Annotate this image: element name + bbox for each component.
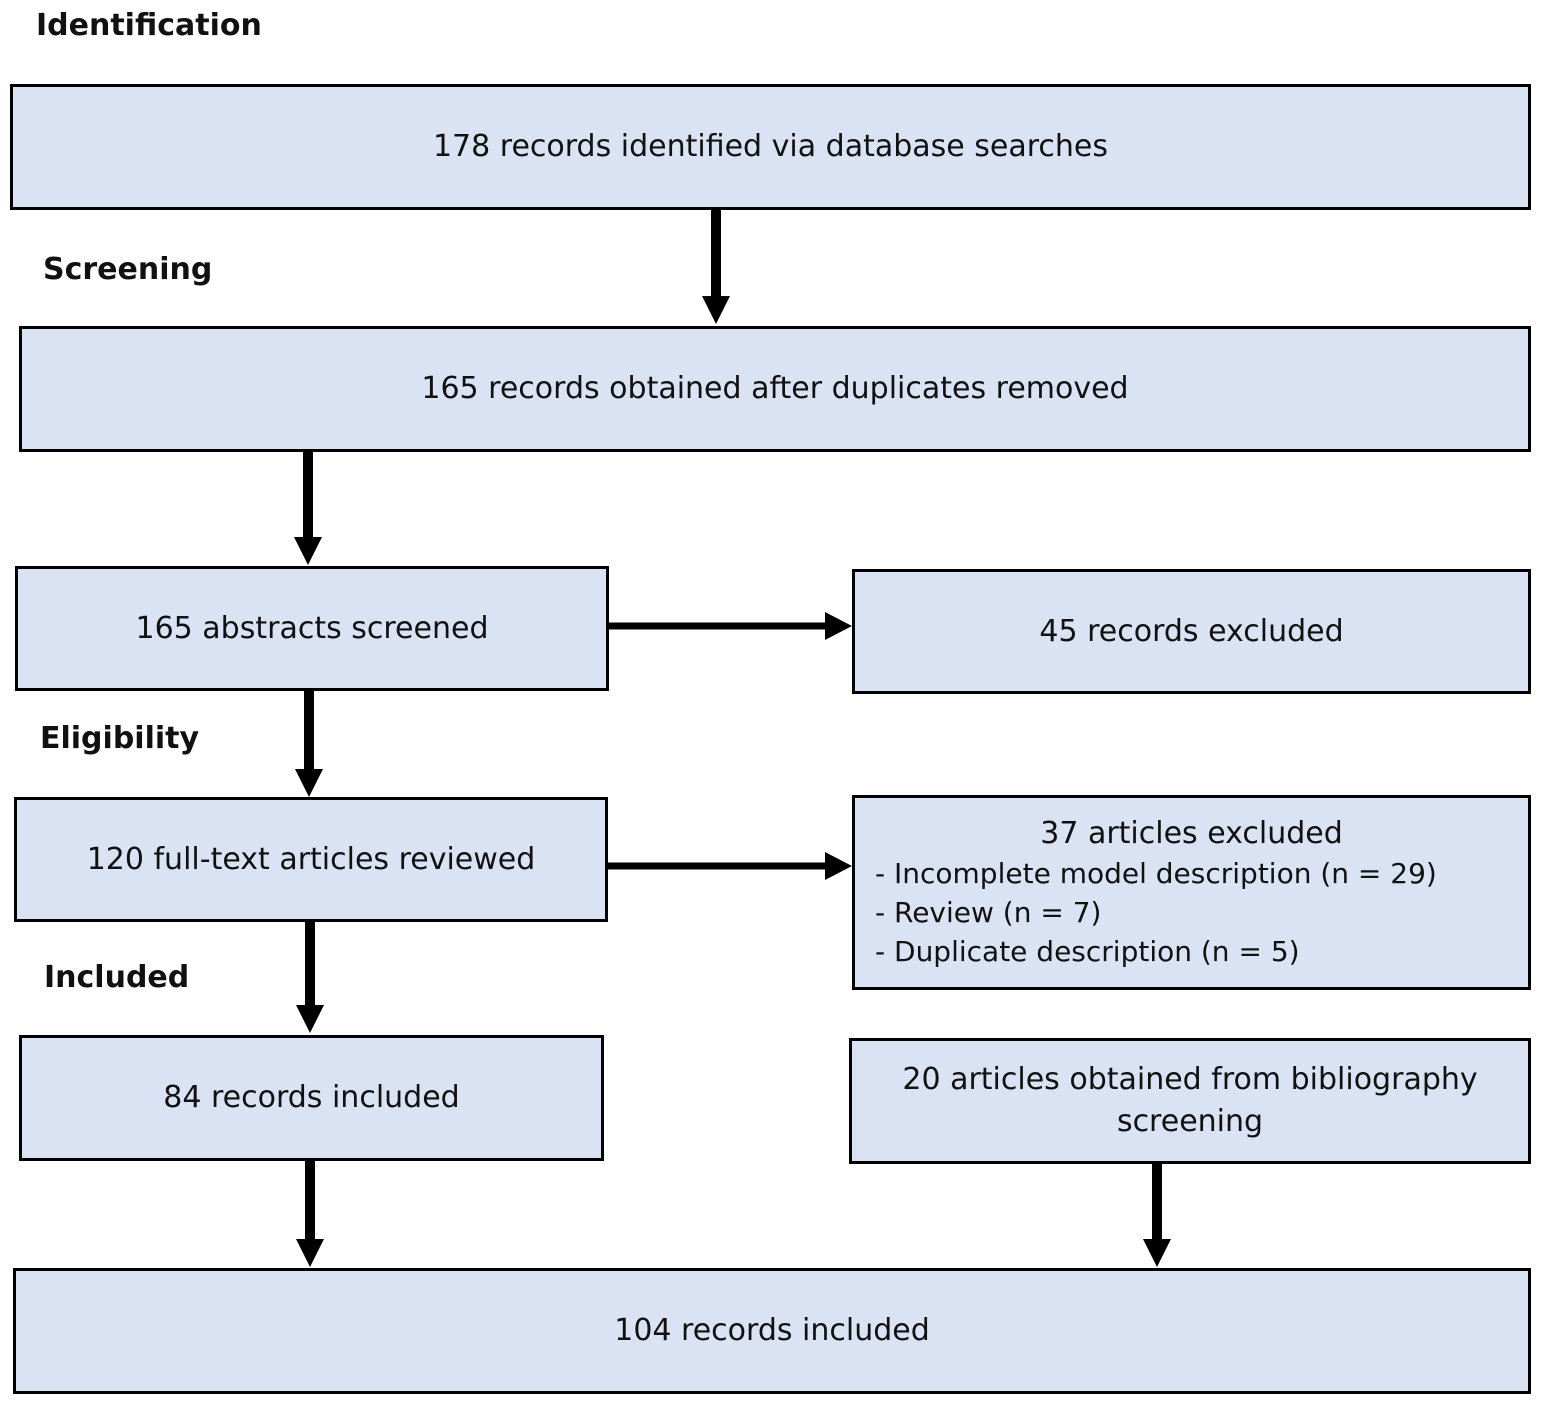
exclusion-reason-item: - Incomplete model description (n = 29) bbox=[875, 857, 1437, 890]
abstracts-screened-text: 165 abstracts screened bbox=[135, 610, 489, 646]
bibliography-screening-box: 20 articles obtained from bibliography s… bbox=[849, 1038, 1531, 1164]
abstracts-screened-box: 165 abstracts screened bbox=[15, 566, 609, 691]
records-included-box: 84 records included bbox=[19, 1035, 604, 1161]
arrow-fulltext-to-articles-excluded bbox=[608, 852, 852, 880]
stage-label-identification: Identification bbox=[36, 8, 262, 43]
fulltext-reviewed-box: 120 full-text articles reviewed bbox=[14, 797, 608, 922]
arrow-identified-to-deduplicated bbox=[702, 210, 730, 324]
stage-label-eligibility: Eligibility bbox=[40, 721, 200, 756]
arrow-deduplicated-to-abstracts bbox=[294, 452, 322, 565]
arrow-abstracts-to-excluded bbox=[609, 612, 852, 640]
stage-label-screening: Screening bbox=[43, 252, 213, 287]
exclusion-reason-item: - Review (n = 7) bbox=[875, 896, 1102, 929]
records-identified-text: 178 records identified via database sear… bbox=[432, 129, 1109, 164]
duplicates-removed-text: 165 records obtained after duplicates re… bbox=[421, 371, 1129, 406]
articles-excluded-heading: 37 articles excluded bbox=[1040, 816, 1343, 851]
arrow-fulltext-to-included bbox=[296, 922, 324, 1033]
arrow-included-to-total bbox=[296, 1161, 324, 1267]
records-excluded-box: 45 records excluded bbox=[852, 569, 1531, 694]
bibliography-screening-text: 20 articles obtained from bibliography s… bbox=[902, 1062, 1478, 1139]
arrow-bibliography-to-total bbox=[1143, 1164, 1171, 1267]
articles-excluded-box: 37 articles excluded - Incomplete model … bbox=[852, 795, 1531, 990]
stage-label-included: Included bbox=[44, 960, 190, 995]
duplicates-removed-box: 165 records obtained after duplicates re… bbox=[19, 326, 1531, 452]
records-included-text: 84 records included bbox=[163, 1080, 460, 1115]
records-excluded-text: 45 records excluded bbox=[1039, 613, 1344, 649]
total-records-included-box: 104 records included bbox=[13, 1268, 1531, 1394]
fulltext-reviewed-text: 120 full-text articles reviewed bbox=[86, 841, 536, 877]
arrow-abstracts-to-fulltext bbox=[295, 691, 323, 797]
records-identified-box: 178 records identified via database sear… bbox=[10, 84, 1531, 210]
total-records-included-text: 104 records included bbox=[614, 1313, 930, 1348]
exclusion-reason-item: - Duplicate description (n = 5) bbox=[875, 935, 1300, 968]
